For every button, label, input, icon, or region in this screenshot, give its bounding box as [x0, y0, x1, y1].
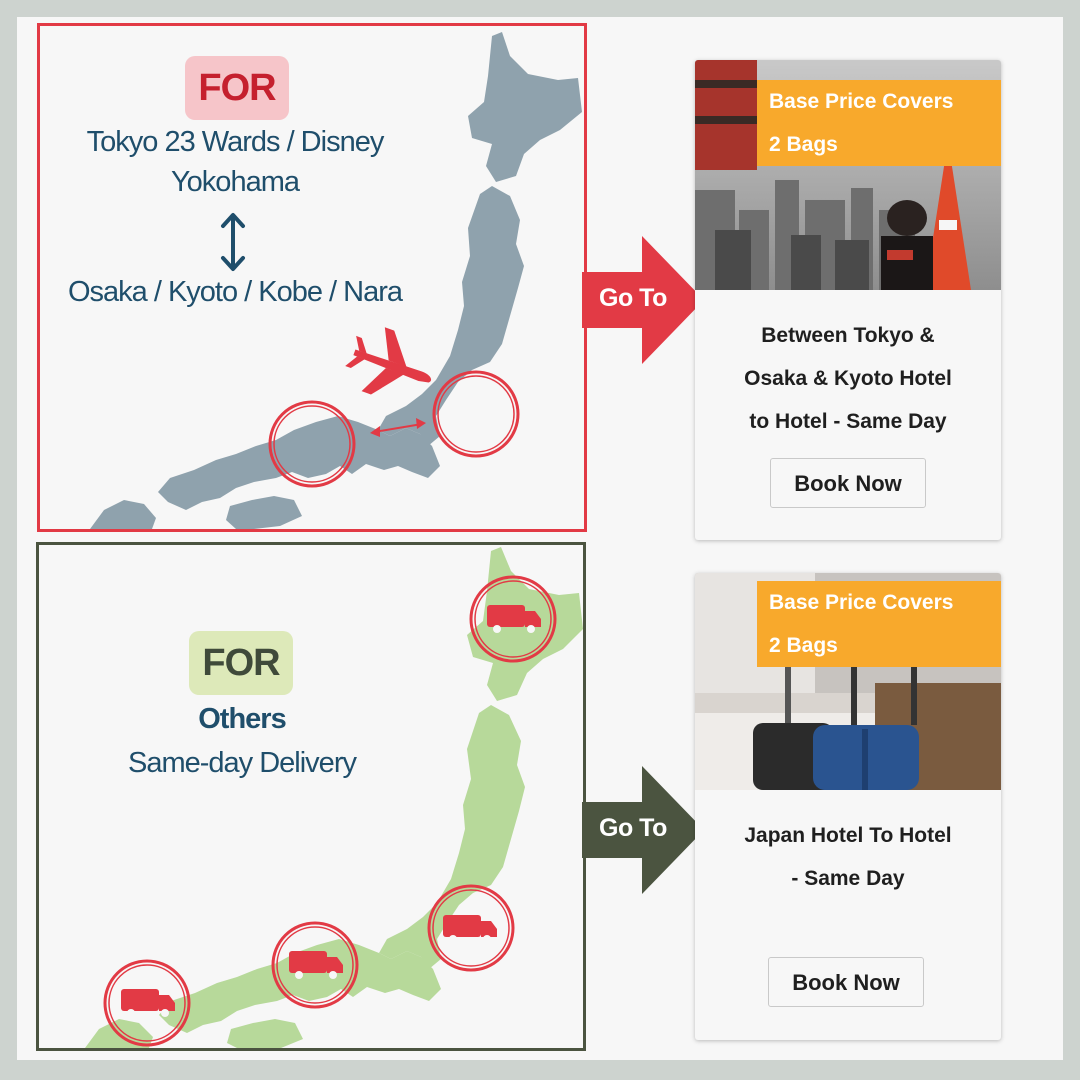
area-line-tokyo: Tokyo 23 Wards / Disney: [86, 126, 385, 158]
go-to-arrow-top: [582, 236, 704, 364]
for-badge: FOR: [185, 56, 289, 120]
same-day-delivery-text: Same-day Delivery: [128, 747, 357, 779]
truck-icon: [487, 605, 541, 633]
area-line-yokohama: Yokohama: [171, 166, 300, 198]
go-to-arrow-bottom: [582, 766, 704, 894]
japan-hotel-product-card[interactable]: Base Price Covers 2 Bags Japan Hotel To …: [695, 573, 1001, 1040]
go-to-label: Go To: [599, 284, 667, 312]
price-tag-line1: Base Price Covers: [757, 80, 1001, 123]
vertical-double-arrow-icon: [221, 213, 245, 271]
card-title-line1: Between Tokyo &: [761, 324, 935, 347]
go-to-label: Go To: [599, 814, 667, 842]
card-title-line2: Osaka & Kyoto Hotel: [744, 367, 952, 390]
others-heading: Others: [198, 703, 286, 735]
area-line-osaka: Osaka / Kyoto / Kobe / Nara: [67, 276, 403, 308]
truck-icon: [121, 989, 175, 1017]
japan-map-green: [85, 547, 583, 1048]
tokyo-osaka-panel: FOR Tokyo 23 Wards / Disney Yokohama Osa…: [37, 23, 587, 532]
double-arrow-icon: [370, 418, 426, 437]
japan-map-gray: [90, 32, 582, 529]
truck-icon: [443, 915, 497, 943]
book-now-button[interactable]: Book Now: [770, 458, 926, 508]
book-now-button[interactable]: Book Now: [768, 957, 924, 1007]
card-title-line3: to Hotel - Same Day: [749, 410, 947, 433]
price-tag-line1: Base Price Covers: [757, 581, 1001, 624]
price-tag-line2: 2 Bags: [757, 624, 1001, 667]
card-title-line1: Japan Hotel To Hotel: [744, 824, 952, 847]
for-badge: FOR: [189, 631, 293, 695]
others-panel: FOR Others Same-day Delivery: [36, 542, 586, 1051]
price-tag-line2: 2 Bags: [757, 123, 1001, 166]
airplane-icon: [345, 327, 432, 395]
tokyo-osaka-product-card[interactable]: Base Price Covers 2 Bags Between Tokyo &…: [695, 60, 1001, 540]
truck-icon: [289, 951, 343, 979]
card-title-line2: - Same Day: [791, 867, 905, 890]
